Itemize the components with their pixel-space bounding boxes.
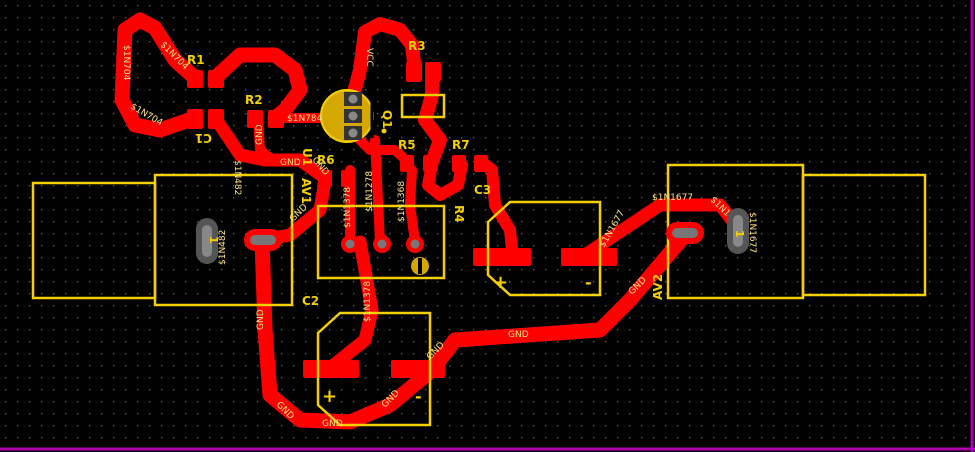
r3-pad-2 xyxy=(425,62,441,82)
q1-pin-1-hole xyxy=(348,94,358,104)
net-n1378-b: $1N1378 xyxy=(363,281,373,322)
label-c3-plus: + xyxy=(493,272,508,293)
trace-vcc-loop xyxy=(345,17,422,107)
label-c2-plus: + xyxy=(322,386,337,407)
c3-outline xyxy=(486,200,602,297)
r2-pad-2 xyxy=(268,110,284,128)
net-gnd-bottom: GND xyxy=(322,419,343,429)
net-n784: $1N784 xyxy=(287,114,323,124)
c2-outline xyxy=(316,311,432,427)
c1-pad-2 xyxy=(208,109,224,129)
traces xyxy=(114,12,747,430)
label-c2: C2 xyxy=(302,294,319,308)
trace-r2-u1 xyxy=(253,113,277,165)
r1-pad-2 xyxy=(208,70,224,88)
c2-pad-left xyxy=(303,360,359,378)
label-av1-pin: 1 xyxy=(207,236,220,244)
label-av2-pin: 1 xyxy=(733,230,746,238)
q1-dot xyxy=(381,128,387,134)
label-c1: C1 xyxy=(195,131,212,145)
label-av1: AV1 xyxy=(299,178,313,204)
trace-r1-r2 xyxy=(207,47,308,126)
net-gnd-mid: GND xyxy=(508,330,529,340)
r6-pad-1 xyxy=(318,170,332,187)
c1-pad-1 xyxy=(187,109,203,129)
av1-gnd-hole xyxy=(250,235,276,245)
av2-sig-hole xyxy=(733,215,743,247)
r3-pad-1 xyxy=(406,62,422,82)
net-gnd-left: GND xyxy=(256,309,266,330)
label-r2: R2 xyxy=(245,93,263,107)
r1-pad-1 xyxy=(187,70,203,88)
label-r7: R7 xyxy=(452,138,470,152)
trace-r7-loop xyxy=(422,159,468,201)
net-n482-a: $1N482 xyxy=(232,160,242,195)
r7-pad-2 xyxy=(474,155,488,172)
net-n1378-a: $1N1378 xyxy=(343,187,353,228)
r4-pin-1-hole xyxy=(345,239,355,249)
av2-gnd-hole xyxy=(672,228,698,238)
trace-u1-col xyxy=(370,135,385,247)
r6-pad-2 xyxy=(341,170,355,187)
net-n1278: $1N1278 xyxy=(365,171,375,212)
r5-pad-2 xyxy=(423,155,437,172)
through-holes xyxy=(196,92,749,275)
net-n482-b: $1N482 xyxy=(218,230,228,265)
r7-pad-1 xyxy=(452,155,466,172)
net-n1677-d: $1N1677 xyxy=(747,212,757,253)
trace-r7-c3 xyxy=(476,156,518,256)
trace-c1-gnd xyxy=(208,111,332,185)
av2-body xyxy=(801,173,927,297)
trace-gnd-bottom xyxy=(254,227,693,430)
net-gnd-r2: GND xyxy=(255,124,265,145)
label-r6: R6 xyxy=(317,153,335,167)
r4-pin-2-hole xyxy=(377,239,387,249)
label-av2: AV2 xyxy=(651,274,665,300)
r4-pin-3-hole xyxy=(410,239,420,249)
designator-labels: R1 R2 R3 R5 R7 R6 C3 C2 C1 Q1 U1 R4 AV1 … xyxy=(187,39,746,407)
label-r5: R5 xyxy=(398,138,416,152)
label-c3-minus: - xyxy=(585,273,592,292)
av1-sig-hole xyxy=(202,225,212,257)
r3-outline xyxy=(400,93,446,119)
label-u1: U1 xyxy=(300,148,314,166)
net-n1368: $1N1368 xyxy=(397,181,407,222)
net-n1677-b: $1N1677 xyxy=(652,193,693,203)
trace-n704-loop xyxy=(114,12,203,138)
r5-pad-1 xyxy=(400,155,414,172)
trace-r3-right xyxy=(418,65,447,169)
trace-c2-n1378 xyxy=(323,235,379,375)
net-vcc: VCC xyxy=(364,48,374,67)
label-q1: Q1 xyxy=(380,110,394,129)
r2-pad-1 xyxy=(247,110,263,128)
q1-pin-2-hole xyxy=(348,111,358,121)
label-c2-minus: - xyxy=(415,387,422,406)
r4-outline xyxy=(316,204,446,280)
q1-pin-3-hole xyxy=(348,128,358,138)
av1-front xyxy=(153,173,294,307)
trace-c3-av2 xyxy=(578,198,747,262)
c3-pad-left xyxy=(473,248,531,266)
c2-pad-right xyxy=(391,360,445,378)
label-r1: R1 xyxy=(187,53,205,67)
r4-adjust-slot xyxy=(418,258,422,274)
net-gnd-u1a: GND xyxy=(280,158,301,168)
label-r3: R3 xyxy=(408,39,426,53)
net-n704-b: $1N704 xyxy=(121,45,131,81)
label-c3: C3 xyxy=(474,183,491,197)
c3-pad-right xyxy=(561,248,617,266)
label-r4: R4 xyxy=(452,205,466,223)
